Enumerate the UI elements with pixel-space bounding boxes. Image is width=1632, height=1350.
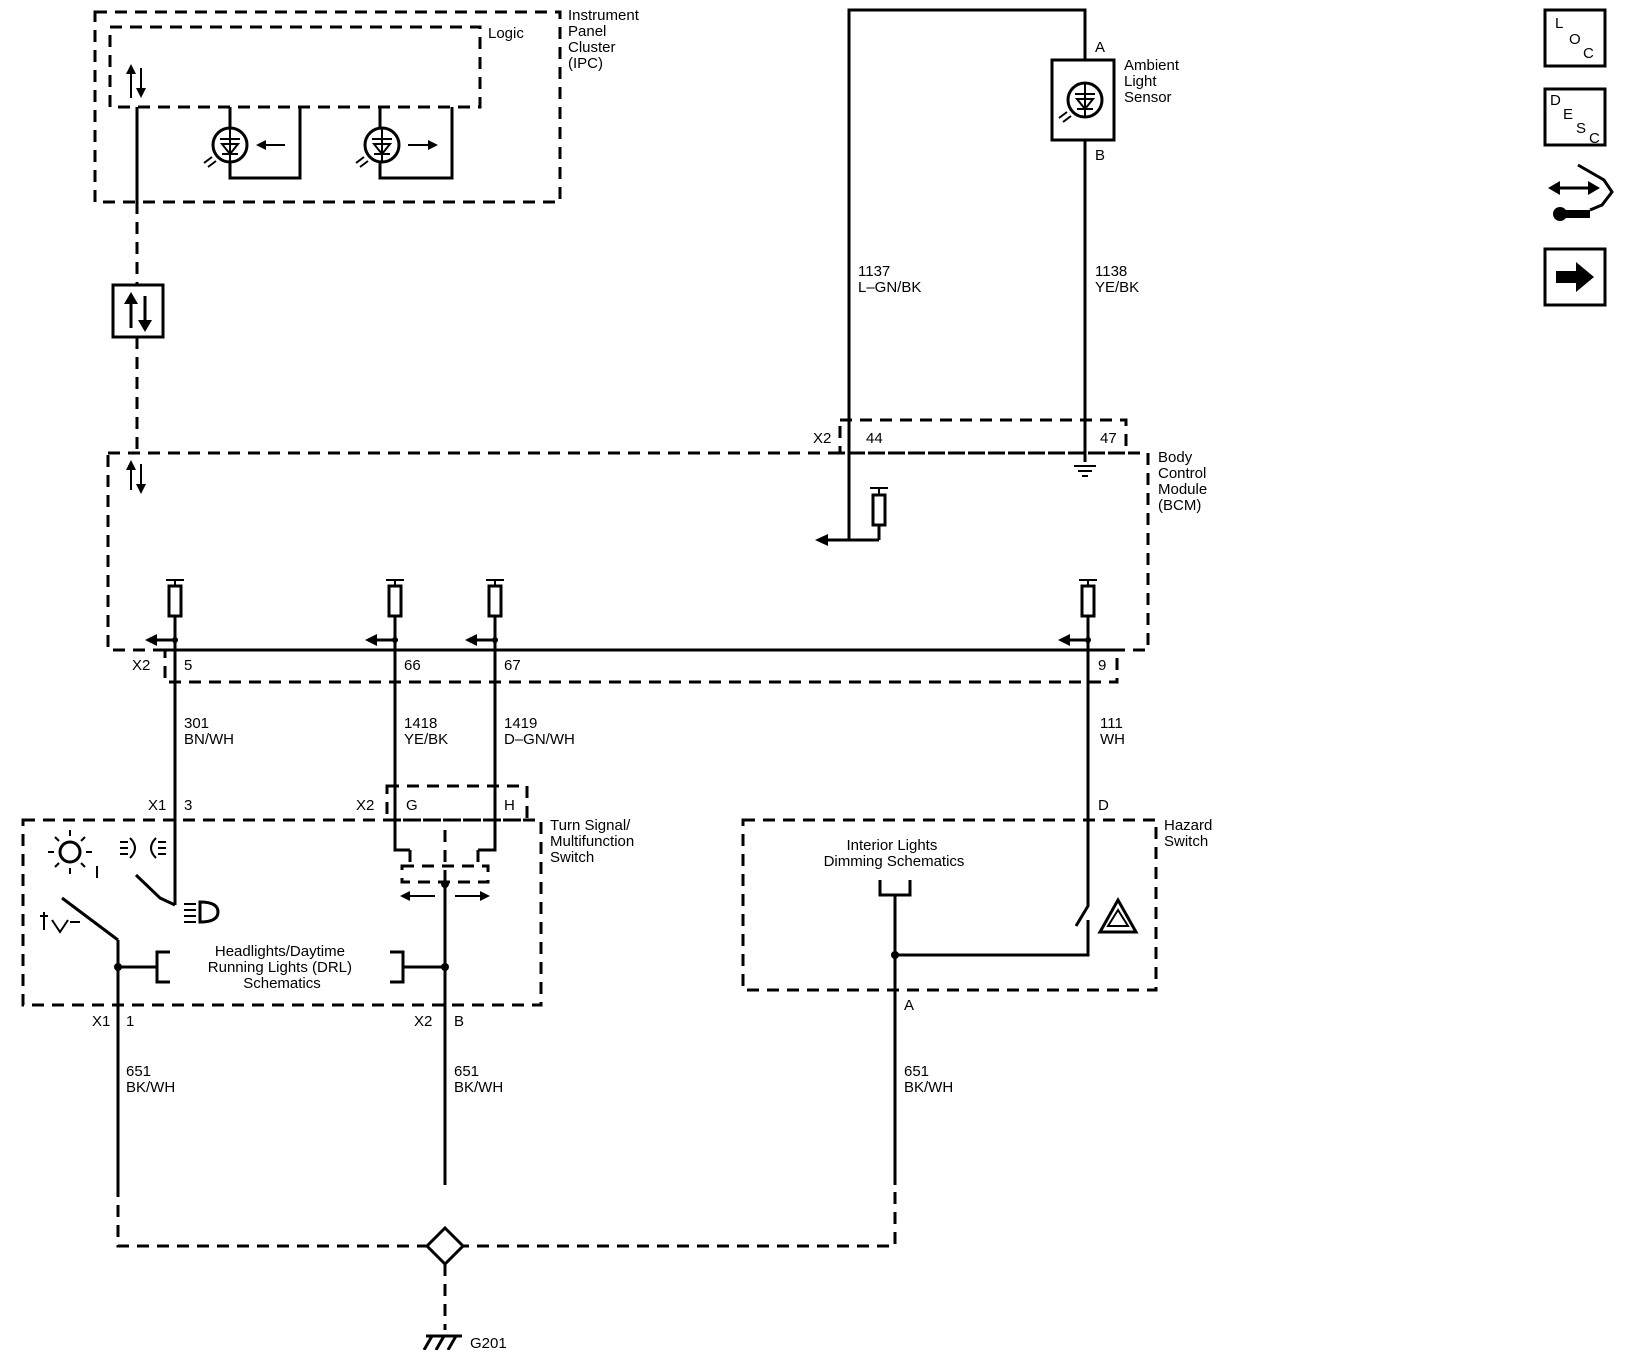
data-link-arrows-icon bbox=[124, 292, 152, 332]
bcm-x2-bottom-label: X2 bbox=[132, 657, 150, 674]
loc-button[interactable]: L O C bbox=[1543, 8, 1607, 68]
svg-text:L–GN/BK: L–GN/BK bbox=[858, 279, 921, 296]
ipc-data-arrows-icon bbox=[126, 64, 146, 98]
svg-text:D: D bbox=[1550, 92, 1561, 109]
bcm-pin-67: 67 bbox=[504, 657, 521, 674]
bcm-pin-9: 9 bbox=[1098, 657, 1106, 674]
svg-text:L: L bbox=[1555, 15, 1563, 32]
next-button[interactable] bbox=[1543, 247, 1607, 307]
bcm-input-fuse-9 bbox=[1056, 578, 1099, 648]
wire-1138: 1138 YE/BK bbox=[1074, 140, 1139, 477]
headlights-drl-schematics-link[interactable]: Headlights/Daytime Running Lights (DRL) … bbox=[155, 943, 405, 992]
bcm-x2-top-label: X2 bbox=[813, 430, 831, 447]
tss-pin-1: 1 bbox=[126, 1013, 134, 1030]
svg-text:E: E bbox=[1563, 106, 1573, 123]
high-beam-icon bbox=[184, 900, 220, 924]
turn-left-arrow-icon bbox=[400, 891, 435, 901]
svg-text:BK/WH: BK/WH bbox=[454, 1079, 503, 1096]
tss-x1-top-label: X1 bbox=[148, 797, 166, 814]
bcm-module: Body Control Module (BCM) X2 44 47 X2 5 bbox=[106, 418, 1211, 684]
ground-splice: G201 bbox=[116, 1185, 897, 1350]
bcm-pin-47: 47 bbox=[1100, 430, 1117, 447]
desc-button[interactable]: D E S C bbox=[1543, 87, 1607, 147]
hazard-name: Hazard Switch bbox=[1164, 817, 1217, 850]
svg-text:Interior Lights Dimmin: Interior Lights Dimming Schematics bbox=[824, 837, 965, 870]
svg-text:BN/WH: BN/WH bbox=[184, 731, 234, 748]
turn-right-indicator-icon bbox=[354, 107, 454, 180]
bcm-input-fuse-5 bbox=[143, 578, 186, 648]
wire-651-x2: 651 BK/WH bbox=[454, 1063, 503, 1096]
interior-lights-dimming-schematics-link[interactable]: Interior Lights Dimming Schematics bbox=[824, 837, 965, 897]
chassis-ground-icon bbox=[422, 1334, 462, 1350]
sensor-name: Ambient Light Sensor bbox=[1124, 57, 1183, 106]
tss-name: Turn Signal/ Multifunction Switch bbox=[550, 817, 638, 866]
ambient-light-sensor: A B Ambient Light Sensor bbox=[1050, 39, 1183, 164]
wire-1419: 1419 D–GN/WH bbox=[478, 640, 575, 852]
svg-text:1138: 1138 bbox=[1095, 263, 1127, 280]
svg-text:1137: 1137 bbox=[858, 263, 890, 280]
svg-text:301: 301 bbox=[184, 715, 209, 732]
svg-text:651: 651 bbox=[126, 1063, 151, 1080]
svg-text:651: 651 bbox=[454, 1063, 479, 1080]
wire-301: 301 BN/WH bbox=[173, 640, 234, 905]
wire-651-x1: 651 BK/WH bbox=[126, 1063, 175, 1096]
ground-label: G201 bbox=[470, 1335, 507, 1350]
wire-1137: 1137 L–GN/BK bbox=[815, 8, 1087, 546]
bcm-input-fuse-44 bbox=[849, 487, 888, 542]
svg-text:1419: 1419 bbox=[504, 715, 537, 732]
low-beam-icon bbox=[120, 837, 166, 859]
tss-x2-top-label: X2 bbox=[356, 797, 374, 814]
connector-views-icon bbox=[1548, 163, 1614, 221]
serial-data-link bbox=[111, 107, 165, 450]
turn-left-indicator-icon bbox=[202, 107, 302, 180]
bcm-input-fuse-66 bbox=[363, 578, 406, 648]
tss-x1-bottom-label: X1 bbox=[92, 1013, 110, 1030]
bcm-pin-44: 44 bbox=[866, 430, 883, 447]
svg-text:BK/WH: BK/WH bbox=[904, 1079, 953, 1096]
hazard-pin-d: D bbox=[1098, 797, 1109, 814]
sensor-pin-a: A bbox=[1095, 39, 1105, 56]
bcm-pin-5: 5 bbox=[184, 657, 192, 674]
svg-text:C: C bbox=[1589, 130, 1600, 147]
wire-1418: 1418 YE/BK bbox=[393, 640, 448, 852]
ipc-module: Logic Instrument Panel Cluster (IPC) bbox=[93, 7, 643, 204]
bcm-pin-66: 66 bbox=[404, 657, 421, 674]
bcm-data-arrows-icon bbox=[126, 460, 146, 494]
svg-text:651: 651 bbox=[904, 1063, 929, 1080]
wire-651-hazard: 651 BK/WH bbox=[904, 1063, 953, 1096]
connector-views-button[interactable] bbox=[1548, 163, 1614, 221]
bcm-input-fuse-67 bbox=[463, 578, 506, 648]
hazard-triangle-icon bbox=[1097, 896, 1139, 934]
tss-pin-g: G bbox=[406, 797, 418, 814]
svg-text:WH: WH bbox=[1100, 731, 1125, 748]
tss-x2-bottom-label: X2 bbox=[414, 1013, 432, 1030]
svg-text:Headlights/Daytime Run: Headlights/Daytime Running Lights (DRL) … bbox=[208, 943, 356, 992]
park-lamp-icon bbox=[48, 830, 92, 874]
turn-signal-switch: Turn Signal/ Multifunction Switch X1 3 X… bbox=[21, 784, 638, 1185]
tss-pin-3: 3 bbox=[184, 797, 192, 814]
svg-text:YE/BK: YE/BK bbox=[1095, 279, 1139, 296]
svg-text:1418: 1418 bbox=[404, 715, 437, 732]
tss-pin-b: B bbox=[454, 1013, 464, 1030]
hazard-switch: Hazard Switch D A Interior Lights Dimmin… bbox=[741, 797, 1217, 1185]
svg-text:D–GN/WH: D–GN/WH bbox=[504, 731, 575, 748]
ipc-logic-label: Logic bbox=[488, 25, 524, 42]
turn-right-arrow-icon bbox=[455, 891, 490, 901]
wire-111: 111 WH bbox=[1074, 640, 1125, 927]
ipc-name: Instrument Panel Cluster (IPC) bbox=[568, 7, 643, 72]
hazard-pin-a: A bbox=[904, 997, 914, 1014]
tss-pin-h: H bbox=[504, 797, 515, 814]
arrow-right-icon bbox=[1556, 262, 1594, 292]
bcm-name: Body Control Module (BCM) bbox=[1158, 449, 1211, 514]
ground-icon bbox=[1074, 465, 1096, 477]
auto-switch-icon bbox=[40, 912, 80, 934]
svg-text:111: 111 bbox=[1100, 715, 1123, 732]
sensor-pin-b: B bbox=[1095, 147, 1105, 164]
svg-text:S: S bbox=[1576, 120, 1586, 137]
svg-text:C: C bbox=[1583, 45, 1594, 62]
svg-text:YE/BK: YE/BK bbox=[404, 731, 448, 748]
svg-text:BK/WH: BK/WH bbox=[126, 1079, 175, 1096]
svg-text:O: O bbox=[1569, 31, 1581, 48]
